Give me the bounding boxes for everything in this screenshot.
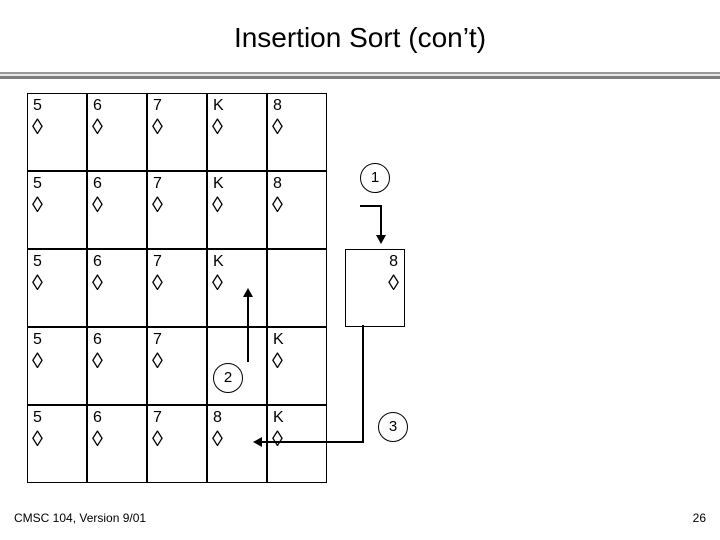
diamond-icon: ◊ (272, 348, 283, 373)
card: 8 ◊ (345, 249, 405, 327)
step-1-arrowhead (376, 235, 386, 244)
step-2-arrowhead (243, 288, 253, 297)
diamond-icon: ◊ (32, 114, 43, 139)
card-rank: 5 (33, 253, 42, 270)
card: 6 ◊ (87, 327, 147, 405)
card-rank: 7 (153, 253, 162, 270)
diamond-icon: ◊ (272, 426, 283, 451)
card-empty: ◊ (267, 249, 327, 327)
step-3-connector-vertical (362, 325, 364, 442)
card: 6 ◊ (87, 93, 147, 171)
card-rank: 5 (33, 409, 42, 426)
card: 6 ◊ (87, 249, 147, 327)
card: K ◊ (207, 171, 267, 249)
step-2-connector-vertical (247, 296, 249, 362)
card-rank: 6 (93, 331, 102, 348)
card-rank: 6 (93, 175, 102, 192)
title-divider (0, 72, 720, 79)
diamond-icon: ◊ (92, 270, 103, 295)
diamond-icon: ◊ (92, 426, 103, 451)
divider-line-mid (0, 74, 720, 76)
card: 7 ◊ (147, 171, 207, 249)
card-rank: K (213, 175, 224, 192)
diamond-icon: ◊ (92, 114, 103, 139)
slide-page-number: 26 (692, 511, 706, 525)
diamond-icon: ◊ (92, 348, 103, 373)
card-rank: 5 (33, 331, 42, 348)
card-rank: 7 (153, 409, 162, 426)
card-rank: K (273, 409, 284, 426)
card: 5 ◊ (27, 249, 87, 327)
card-rank: 5 (33, 97, 42, 114)
card: K ◊ (267, 405, 327, 483)
diamond-icon: ◊ (32, 426, 43, 451)
card-rank: 5 (33, 175, 42, 192)
diamond-icon: ◊ (152, 270, 163, 295)
card-rank: 7 (153, 331, 162, 348)
diamond-icon: ◊ (32, 192, 43, 217)
card: 8 ◊ (267, 93, 327, 171)
card: K ◊ (207, 93, 267, 171)
step-2-marker: 2 (213, 363, 243, 393)
card: 8 ◊ (267, 171, 327, 249)
card-rank: 7 (153, 175, 162, 192)
card-rank: 8 (389, 253, 398, 270)
diamond-icon: ◊ (152, 192, 163, 217)
card-rank: 8 (213, 409, 222, 426)
page-title: Insertion Sort (con’t) (233, 22, 487, 53)
card: K ◊ (207, 249, 267, 327)
diamond-icon: ◊ (152, 426, 163, 451)
card: 8 ◊ (207, 405, 267, 483)
card-rank: 8 (273, 175, 282, 192)
card-rank: 6 (93, 97, 102, 114)
card-rank: K (213, 253, 224, 270)
diamond-icon: ◊ (388, 270, 399, 295)
card: 7 ◊ (147, 327, 207, 405)
diamond-icon: ◊ (212, 114, 223, 139)
diamond-icon: ◊ (32, 348, 43, 373)
card: 5 ◊ (27, 405, 87, 483)
diamond-icon: ◊ (212, 270, 223, 295)
diamond-icon: ◊ (212, 426, 223, 451)
card: 7 ◊ (147, 249, 207, 327)
step-1-marker: 1 (360, 163, 390, 193)
card-rank: 7 (153, 97, 162, 114)
card: 5 ◊ (27, 171, 87, 249)
step-3-arrowhead (253, 437, 262, 447)
card: K ◊ (267, 327, 327, 405)
card-rank: K (273, 331, 284, 348)
card-rank: K (213, 97, 224, 114)
card: 7 ◊ (147, 93, 207, 171)
card-rank: 6 (93, 253, 102, 270)
step-3-marker: 3 (378, 412, 408, 442)
diamond-icon: ◊ (272, 114, 283, 139)
diamond-icon: ◊ (32, 270, 43, 295)
card: 6 ◊ (87, 405, 147, 483)
diamond-icon: ◊ (92, 192, 103, 217)
divider-line-top (0, 72, 720, 74)
divider-line-bottom (0, 76, 720, 79)
card: 5 ◊ (27, 327, 87, 405)
step-1-connector-horizontal (360, 205, 382, 207)
step-3-connector-horizontal (261, 441, 364, 443)
card-rank: 6 (93, 409, 102, 426)
card: 6 ◊ (87, 171, 147, 249)
diamond-icon: ◊ (152, 348, 163, 373)
diamond-icon: ◊ (272, 192, 283, 217)
diamond-icon: ◊ (212, 192, 223, 217)
step-1-connector-vertical (380, 205, 382, 235)
card: 5 ◊ (27, 93, 87, 171)
footer-course-label: CMSC 104, Version 9/01 (14, 511, 147, 525)
card-rank: 8 (273, 97, 282, 114)
diamond-icon: ◊ (152, 114, 163, 139)
card: 7 ◊ (147, 405, 207, 483)
